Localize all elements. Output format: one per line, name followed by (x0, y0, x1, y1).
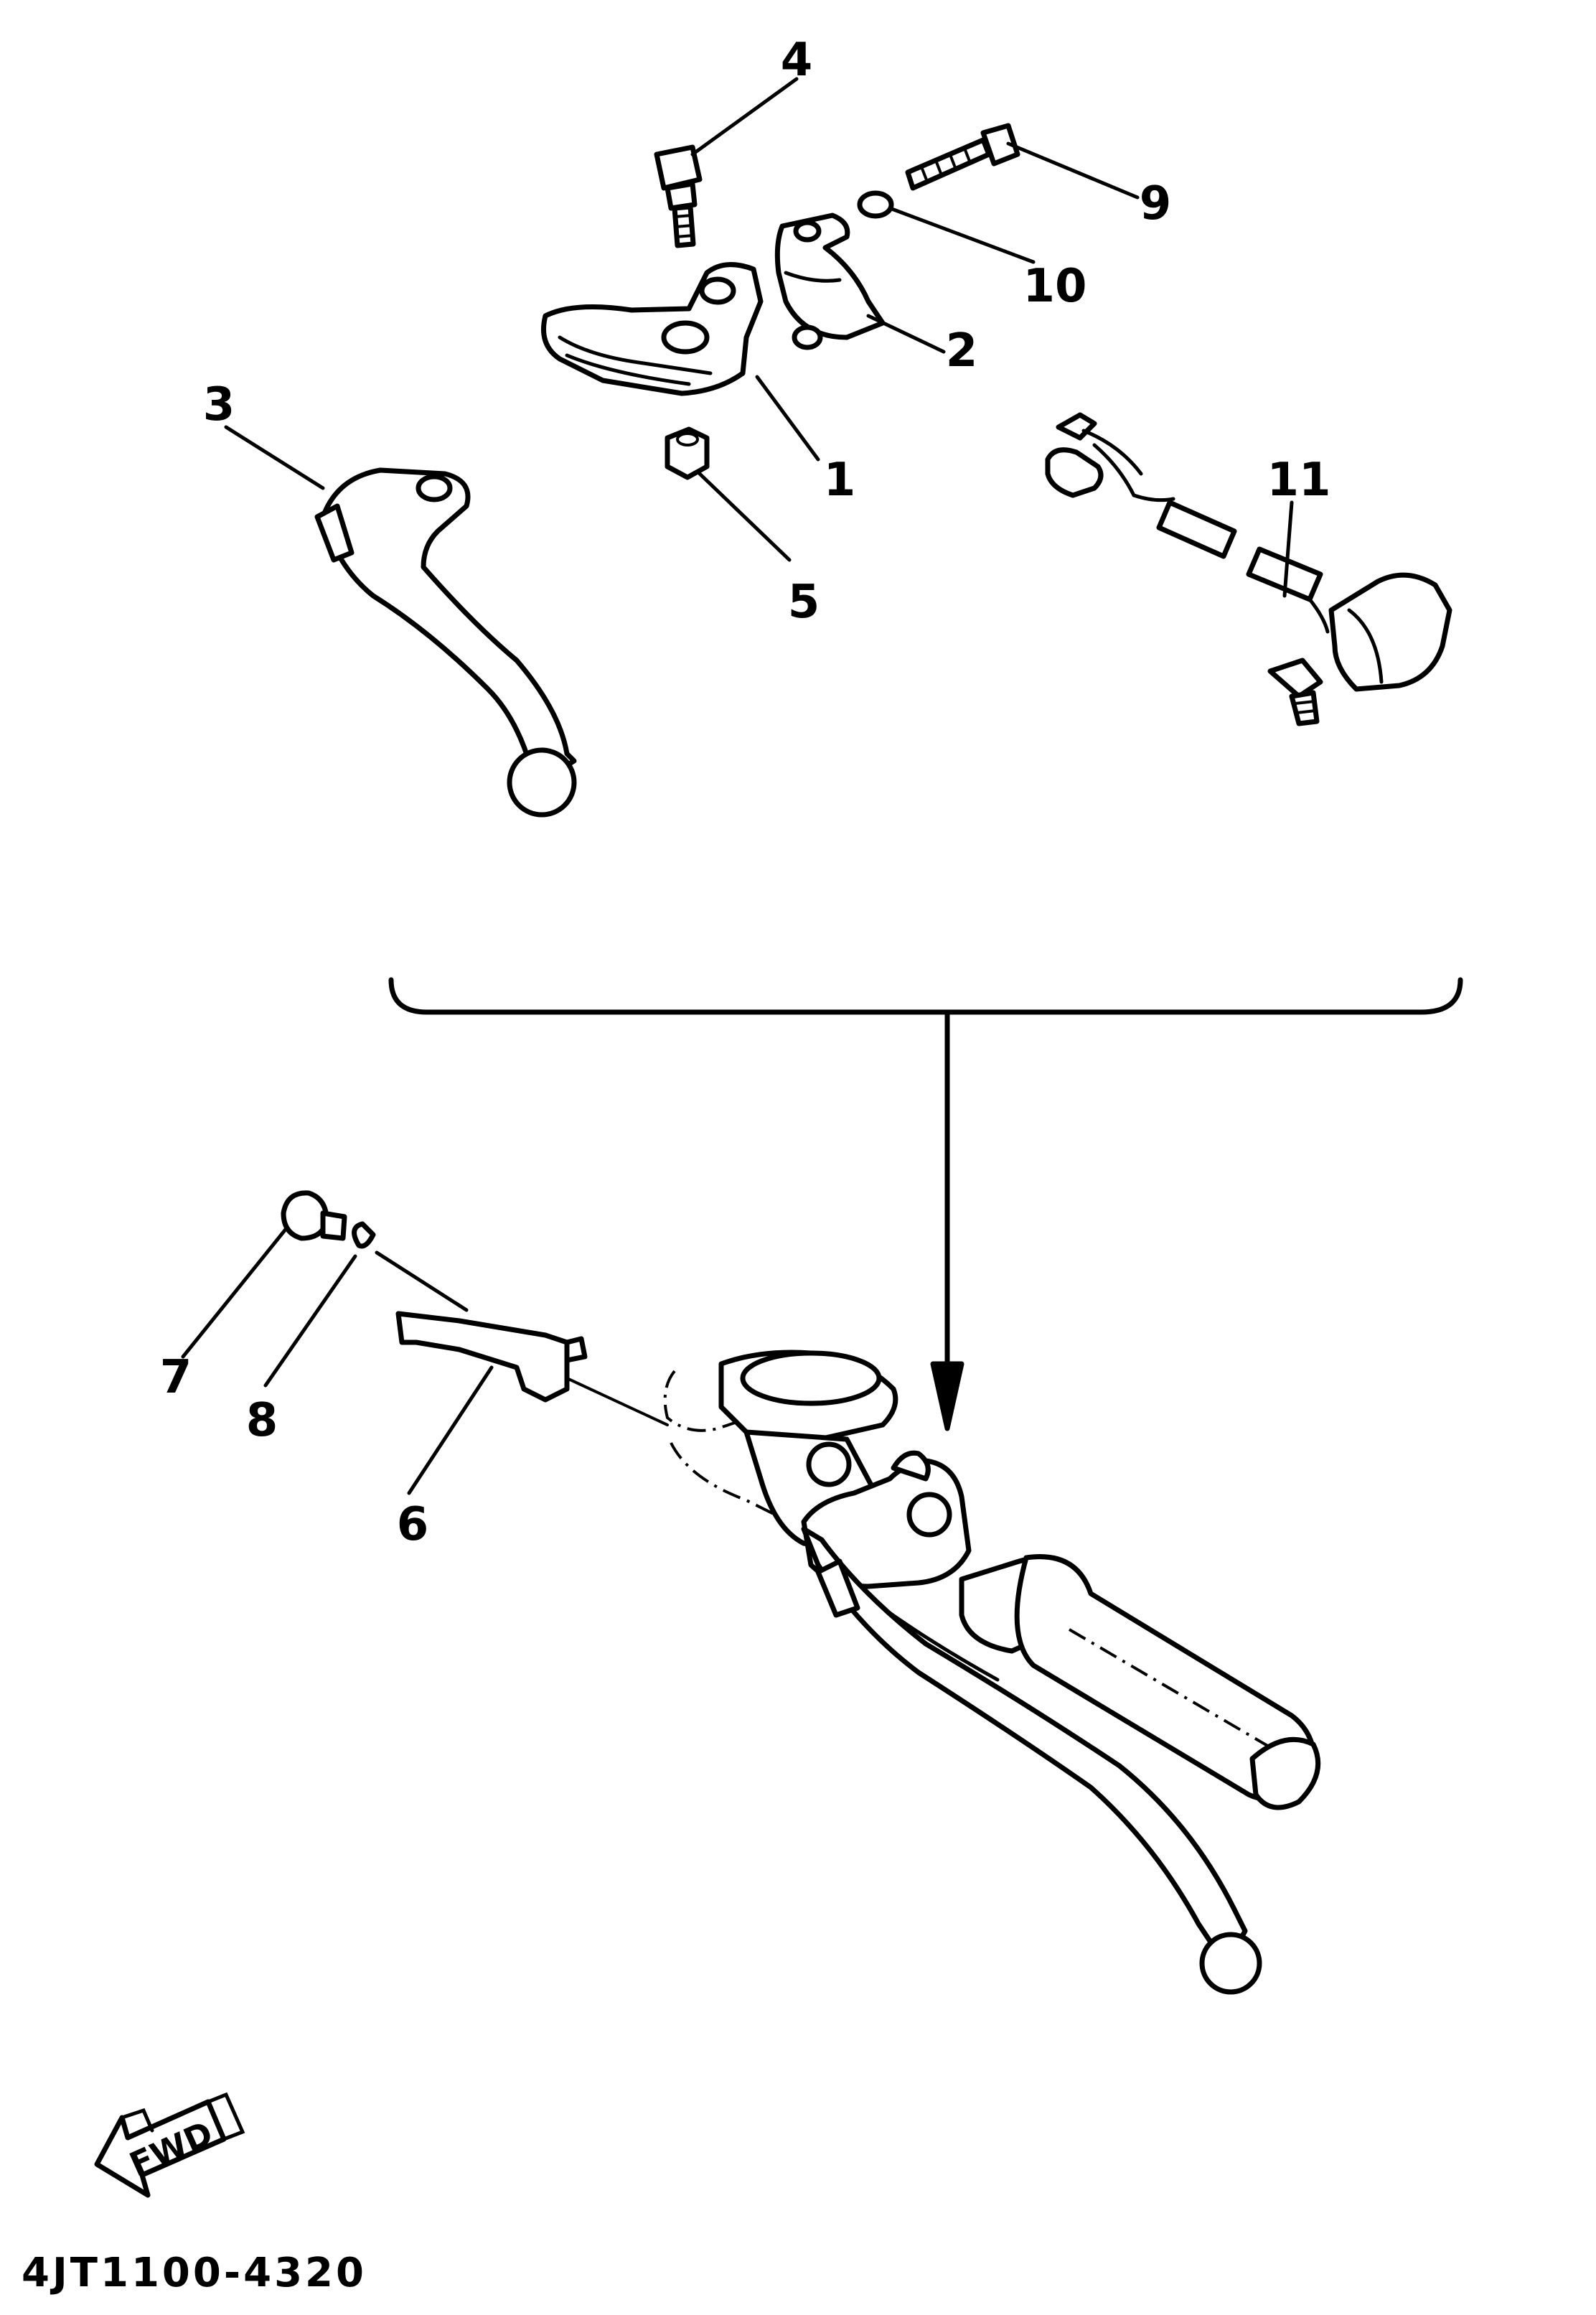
callout-1: 1 (824, 454, 856, 507)
callout-9: 9 (1140, 177, 1172, 230)
callout-11: 11 (1267, 454, 1330, 507)
part-6-hot-start-lever[interactable] (395, 1311, 588, 1403)
callout-7: 7 (160, 1351, 192, 1404)
part-10-washer[interactable] (857, 190, 894, 219)
part-3-lever[interactable] (314, 467, 577, 818)
assembly-bracket (388, 977, 1463, 1431)
leader-lines-upper (224, 77, 1294, 598)
part-1-lever-holder[interactable] (541, 262, 764, 396)
part-4-bolt[interactable] (654, 144, 703, 248)
callout-3: 3 (203, 378, 235, 431)
callout-5: 5 (788, 576, 820, 629)
part-7-screw[interactable] (281, 1190, 347, 1241)
callout-2: 2 (946, 324, 978, 378)
leader-lines-lower (181, 1225, 669, 1495)
callout-4: 4 (781, 34, 813, 87)
part-2-clamp[interactable] (774, 212, 886, 350)
callout-10: 10 (1023, 260, 1086, 313)
part-11-switch[interactable] (1045, 412, 1452, 726)
part-9-bolt[interactable] (905, 123, 1020, 191)
diagram-code: 4JT1100-4320 (22, 2250, 367, 2296)
callout-6: 6 (397, 1498, 429, 1551)
forward-arrow-icon: FWD (94, 2092, 245, 2198)
lever-assembly[interactable] (663, 1350, 1321, 1995)
part-5-nut[interactable] (665, 426, 710, 480)
callout-8: 8 (246, 1394, 278, 1447)
part-8-washer[interactable] (352, 1221, 376, 1249)
